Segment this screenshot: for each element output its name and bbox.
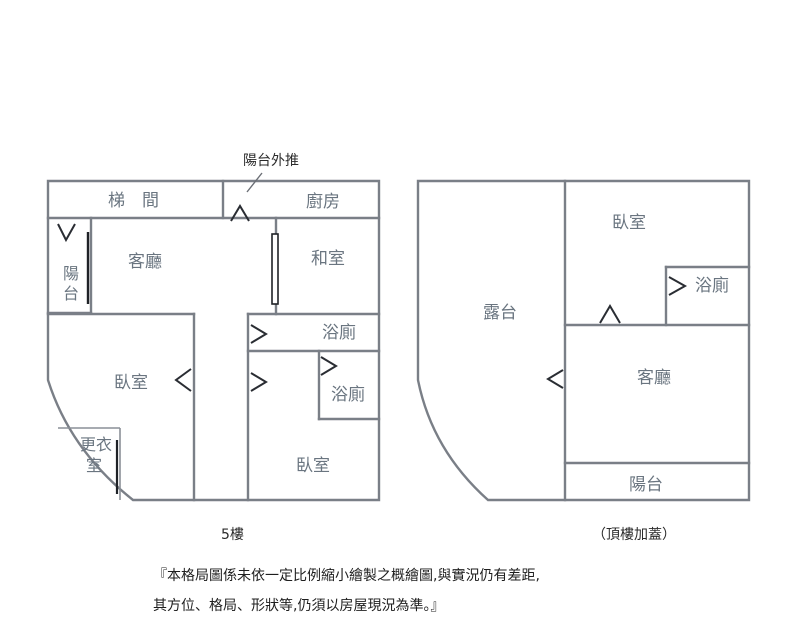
rooftop-outer-wall: [416, 179, 751, 502]
room-label-closet-line2: 室: [86, 456, 102, 475]
hall-door-mark: [250, 372, 268, 392]
japanese-sliding-panel: [271, 233, 279, 305]
room-label-bedroom-left: 臥室: [114, 373, 148, 393]
bath-right-door-mark: [320, 356, 338, 376]
room-label-closet-line1: 更衣: [80, 435, 112, 454]
floor5-outer-wall: [46, 179, 381, 502]
rooftop-caption: （頂樓加蓋）: [592, 527, 676, 543]
bedroom-left-door-mark: [174, 368, 192, 392]
disclaimer-line-1: 『本格局圖係未依一定比例縮小繪製之概繪圖,與實況仍有差距,: [153, 567, 540, 584]
rooftop-bath-door-mark: [668, 276, 688, 296]
room-label-japanese: 和室: [311, 249, 345, 269]
kitchen-door-mark: [230, 204, 250, 222]
rooftop-bedroom-door-mark: [599, 304, 621, 324]
room-label-kitchen: 廚房: [306, 191, 340, 212]
room-label-rooftop-bath: 浴廁: [695, 275, 729, 296]
room-label-stair: 梯 間: [108, 191, 159, 211]
room-label-bath-right: 浴廁: [331, 384, 365, 405]
room-label-terrace: 露台: [483, 303, 517, 323]
balcony-door-mark: [57, 223, 76, 243]
room-label-living: 客廳: [128, 252, 162, 272]
rooftop-plan: [416, 179, 751, 502]
room-label-balcony-line2: 台: [63, 284, 79, 303]
floor5-caption: 5樓: [221, 527, 244, 543]
terrace-door-mark: [546, 369, 564, 389]
floor5-plan: [46, 172, 381, 502]
room-label-rooftop-living: 客廳: [637, 368, 671, 388]
room-label-bath-top: 浴廁: [322, 322, 356, 343]
room-label-rooftop-bedroom: 臥室: [612, 213, 646, 233]
balcony-extension-annotation: 陽台外推: [243, 153, 299, 169]
annotation-pointer: [246, 172, 263, 193]
room-label-rooftop-balcony: 陽台: [629, 475, 663, 495]
disclaimer-line-2: 其方位、格局、形狀等,仍須以房屋現況為準。』: [153, 597, 444, 614]
room-label-bedroom-right: 臥室: [296, 456, 330, 476]
bath-top-door-mark: [250, 324, 268, 344]
room-label-balcony-line1: 陽: [63, 264, 79, 283]
